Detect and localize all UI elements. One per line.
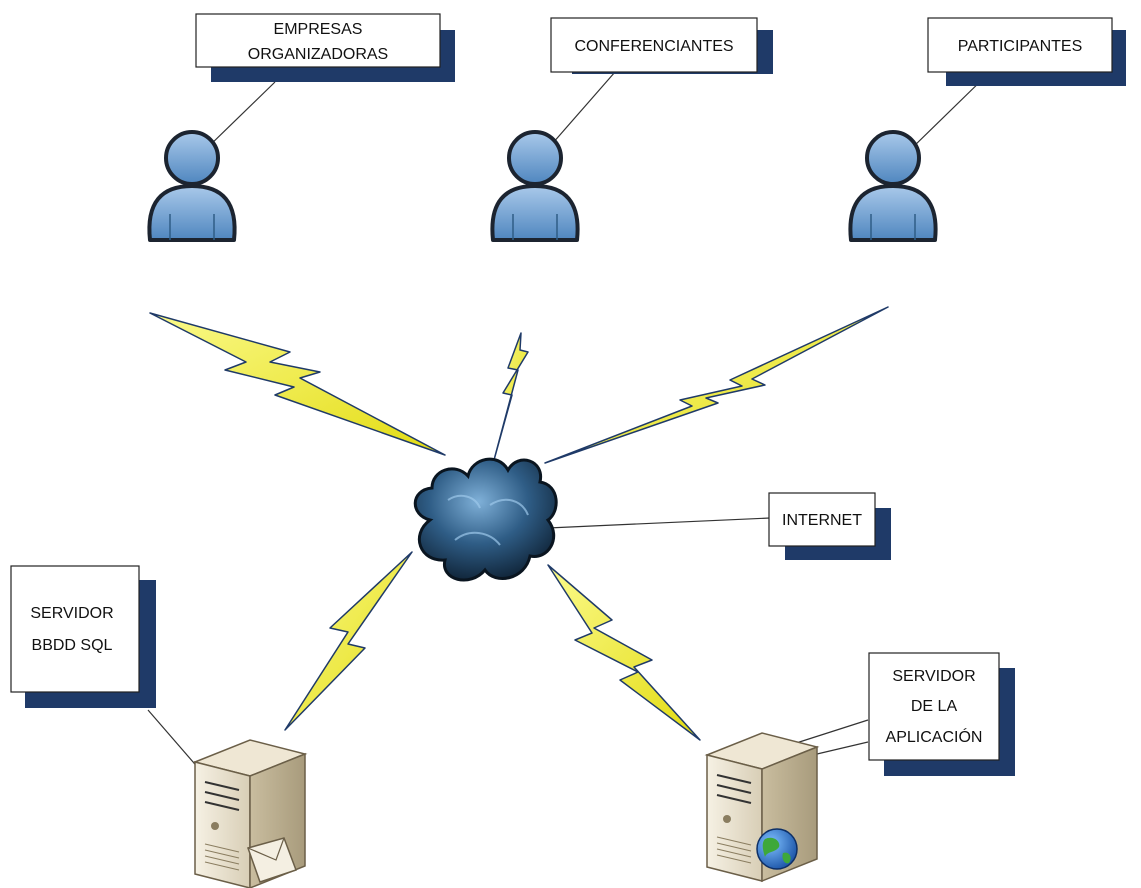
globe-icon xyxy=(756,828,798,870)
label-conferenciantes-text: CONFERENCIANTES xyxy=(574,38,733,55)
label-participantes: PARTICIPANTES xyxy=(927,17,1126,86)
lightning-bolt-left xyxy=(149,312,446,456)
lightning-bolts xyxy=(149,306,889,741)
label-servidor-aplicacion: SERVIDOR DE LA APLICACIÓN xyxy=(868,652,1015,776)
lightning-bolt-lower-right xyxy=(547,564,701,741)
connector-conferenciantes xyxy=(544,71,616,153)
label-empresas: EMPRESAS ORGANIZADORAS xyxy=(195,13,455,82)
user-icon xyxy=(147,130,237,242)
label-app-line3: APLICACIÓN xyxy=(886,727,983,746)
label-app-line2: DE LA xyxy=(911,698,958,715)
label-servidor-sql: SERVIDOR BBDD SQL xyxy=(10,565,156,708)
label-empresas-line1: EMPRESAS xyxy=(274,21,363,38)
label-sql-line2: BBDD SQL xyxy=(32,637,113,654)
connector-lines xyxy=(147,71,991,771)
connector-app-1 xyxy=(789,719,869,746)
connector-empresas xyxy=(204,81,276,151)
label-app-line1: SERVIDOR xyxy=(892,668,975,685)
connector-sql xyxy=(147,709,201,771)
user-icon xyxy=(848,130,938,242)
mail-icon xyxy=(247,837,297,883)
connector-internet xyxy=(547,517,771,529)
label-sql-line1: SERVIDOR xyxy=(30,605,113,622)
label-empresas-line2: ORGANIZADORAS xyxy=(248,46,388,63)
label-internet: INTERNET xyxy=(768,492,891,560)
lightning-bolt-center xyxy=(493,332,529,461)
user-icon xyxy=(490,130,580,242)
lightning-bolt-lower-left xyxy=(284,551,413,731)
label-conferenciantes: CONFERENCIANTES xyxy=(550,17,773,74)
label-participantes-text: PARTICIPANTES xyxy=(958,38,1082,55)
lightning-bolt-right xyxy=(544,306,889,464)
label-internet-text: INTERNET xyxy=(782,512,862,529)
cloud-icon xyxy=(413,457,558,582)
